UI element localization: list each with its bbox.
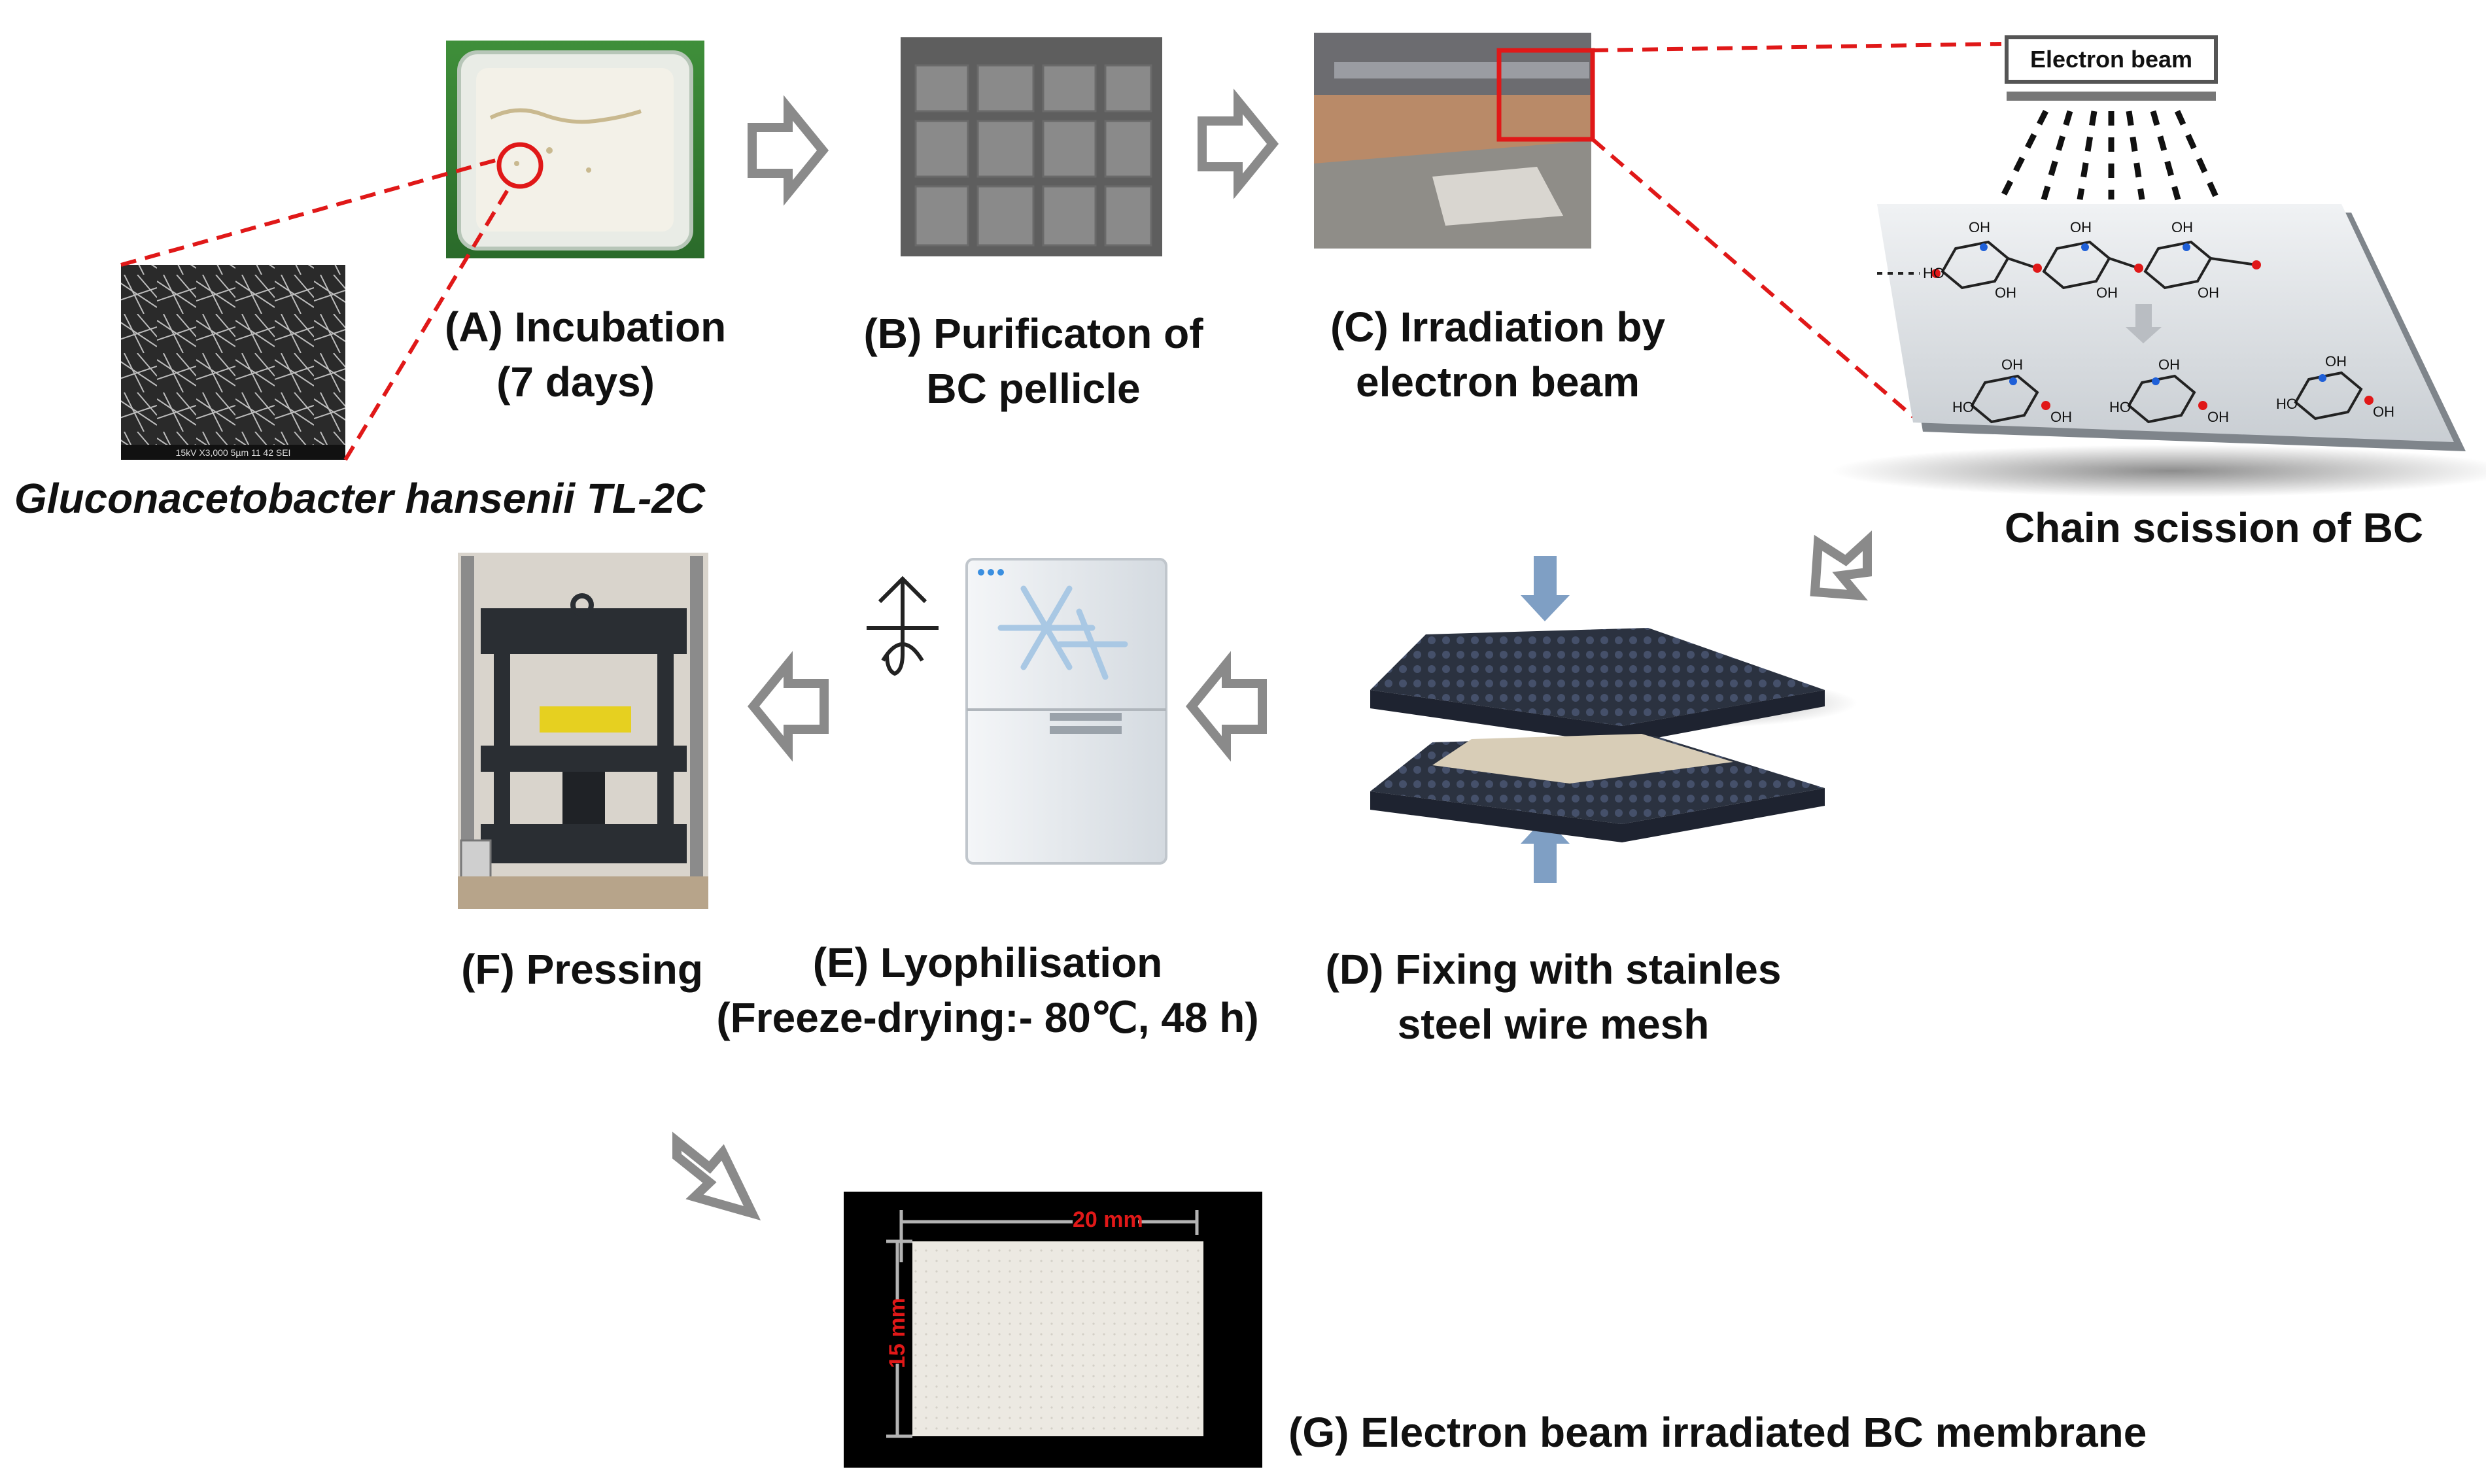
oh-label: OH bbox=[2096, 285, 2118, 301]
arrow-d-to-e bbox=[1185, 651, 1267, 762]
ho-label: HO bbox=[2276, 396, 2298, 412]
oh-label: OH bbox=[1969, 219, 1990, 235]
step-f-label: (F) Pressing bbox=[461, 946, 703, 993]
sublimation-icon bbox=[867, 576, 939, 676]
oh-label: OH bbox=[2158, 356, 2180, 373]
press-photo bbox=[458, 553, 708, 909]
callout-line-beam-top bbox=[1592, 42, 2002, 52]
oh-label: OH bbox=[2207, 409, 2229, 425]
step-a-label: (A) Incubation(7 days) bbox=[445, 303, 727, 406]
width-dimension-label: 20 mm bbox=[1073, 1207, 1143, 1232]
membrane-photo bbox=[844, 1192, 1262, 1468]
arrow-f-to-g bbox=[672, 1131, 761, 1220]
oh-label: OH bbox=[2171, 219, 2193, 235]
chain-scission-title: Chain scission of BC bbox=[2004, 504, 2424, 551]
step-g-label: (G) Electron beam irradiated BC membrane bbox=[1288, 1409, 2147, 1456]
organism-name: Gluconacetobacter hansenii TL-2C bbox=[14, 475, 706, 522]
callout-line-beam-bottom bbox=[1591, 137, 1914, 419]
oh-label: OH bbox=[2001, 356, 2023, 373]
ho-label: HO bbox=[1952, 399, 1974, 415]
oh-label: OH bbox=[2325, 353, 2347, 370]
wire-mesh-illustration bbox=[1370, 556, 1857, 883]
arrow-e-to-f bbox=[747, 651, 829, 762]
arrow-a-to-b bbox=[748, 95, 829, 206]
oh-label: OH bbox=[2050, 409, 2072, 425]
chain-scission-illustration bbox=[1831, 35, 2486, 497]
callout-line-sem-top bbox=[120, 157, 501, 267]
step-e-label: (E) Lyophilisation(Freeze-drying:- 80℃, … bbox=[716, 939, 1259, 1041]
electron-beam-label: Electron beam bbox=[2029, 46, 2193, 73]
height-dimension-label: 15 mm bbox=[885, 1298, 910, 1368]
purification-photo bbox=[901, 37, 1162, 256]
sem-scale-bar: 15kV X3,000 5µm 11 42 SEI bbox=[175, 447, 291, 458]
arrow-b-to-c bbox=[1198, 88, 1279, 199]
ho-label: HO bbox=[2109, 399, 2131, 415]
ho-label: HO bbox=[1923, 265, 1944, 281]
oh-label: OH bbox=[2070, 219, 2092, 235]
callout-line-sem-bottom bbox=[343, 184, 512, 461]
press-down-arrow bbox=[1521, 556, 1570, 621]
oh-label: OH bbox=[1995, 285, 2016, 301]
irradiation-photo bbox=[1314, 33, 1595, 249]
arrow-scission-to-d bbox=[1810, 530, 1872, 601]
oh-label: OH bbox=[2198, 285, 2219, 301]
freezer-illustration bbox=[867, 558, 1167, 865]
oh-label: OH bbox=[2373, 404, 2394, 420]
incubation-photo bbox=[446, 41, 704, 258]
sem-micrograph bbox=[121, 265, 345, 460]
